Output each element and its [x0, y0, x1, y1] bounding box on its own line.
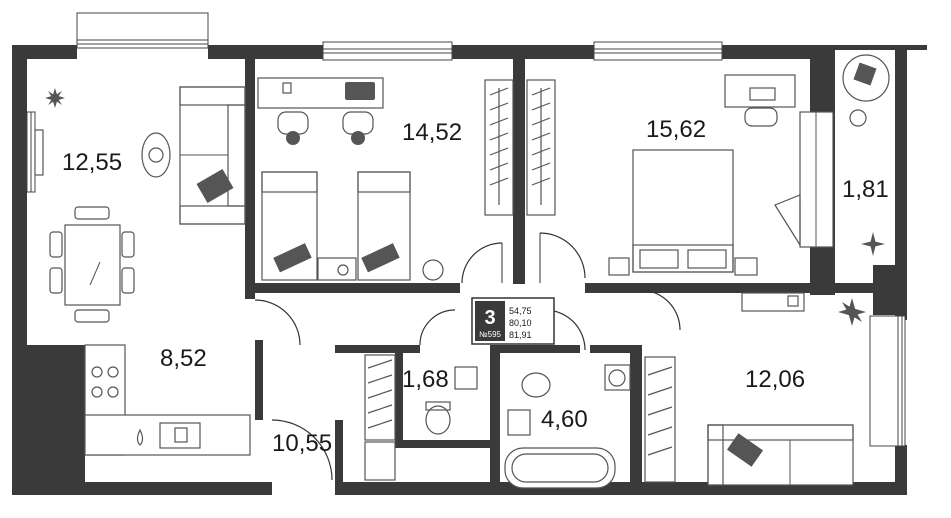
room-labels: 12,55 14,52 15,62 1,81 8,52 1,68 4,60 12…	[62, 116, 889, 457]
room-label-kids-bedroom: 14,52	[402, 119, 462, 146]
apartment-number: №595	[479, 330, 501, 339]
walls	[12, 45, 927, 495]
apartment-info-box: 3 №595 54,75 80,10 81,91	[471, 297, 555, 345]
rooms-count: 3	[484, 307, 495, 329]
hallway-furniture	[364, 354, 676, 483]
room-label-wc: 1,68	[402, 366, 449, 393]
room-label-bathroom: 4,60	[541, 406, 588, 433]
room-label-living: 12,55	[62, 149, 122, 176]
area-1: 54,75	[509, 306, 532, 316]
area-3: 81,91	[509, 330, 532, 340]
windows	[26, 12, 906, 447]
room-label-kitchen: 8,52	[160, 345, 207, 372]
master-bedroom-furniture	[526, 74, 834, 276]
bedroom3-furniture	[707, 292, 866, 486]
bathroom-furniture	[425, 364, 631, 489]
kids-room-furniture	[257, 77, 514, 281]
kitchen-furniture	[84, 344, 251, 456]
room-label-hallway: 10,55	[272, 430, 332, 457]
balcony-furniture	[842, 54, 890, 256]
room-label-master-bedroom: 15,62	[646, 116, 706, 143]
living-furniture	[34, 86, 246, 323]
area-2: 80,10	[509, 318, 532, 328]
room-label-bedroom3: 12,06	[745, 366, 805, 393]
room-label-balcony: 1,81	[842, 176, 889, 203]
